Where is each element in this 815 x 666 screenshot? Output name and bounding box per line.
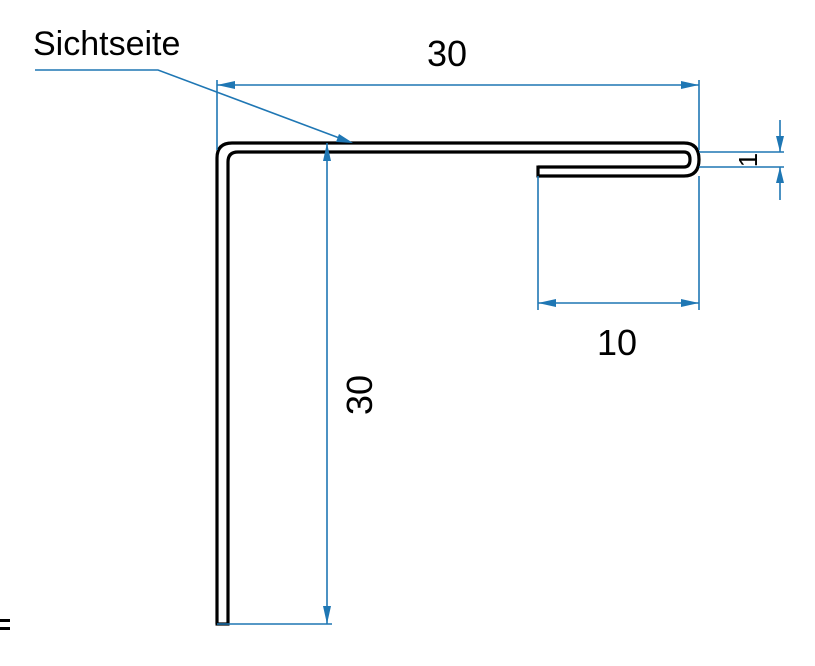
callout-leader-line (35, 69, 351, 143)
dim-return-length-label: 10 (597, 322, 637, 363)
profile-inner-line (226, 150, 692, 624)
dim-vertical-height-label: 30 (339, 375, 380, 415)
edge-mark (0, 619, 10, 630)
arrow-thickness-top (776, 136, 784, 152)
arrow-callout (336, 134, 353, 143)
arrow-return-right (681, 299, 699, 307)
dim-thickness-label: 1 (733, 153, 763, 167)
arrow-vertical-bottom (323, 606, 331, 624)
arrow-top-left (217, 81, 235, 89)
callout-label: Sichtseite (33, 25, 180, 63)
dimension-arrows (217, 81, 784, 624)
profile-outer-line (215, 141, 701, 624)
arrow-top-right (681, 81, 699, 89)
arrow-thickness-bottom (776, 167, 784, 183)
dim-top-width-label: 30 (427, 33, 467, 74)
arrow-vertical-top (323, 143, 331, 161)
arrow-return-left (538, 299, 556, 307)
profile-shape (215, 141, 701, 626)
